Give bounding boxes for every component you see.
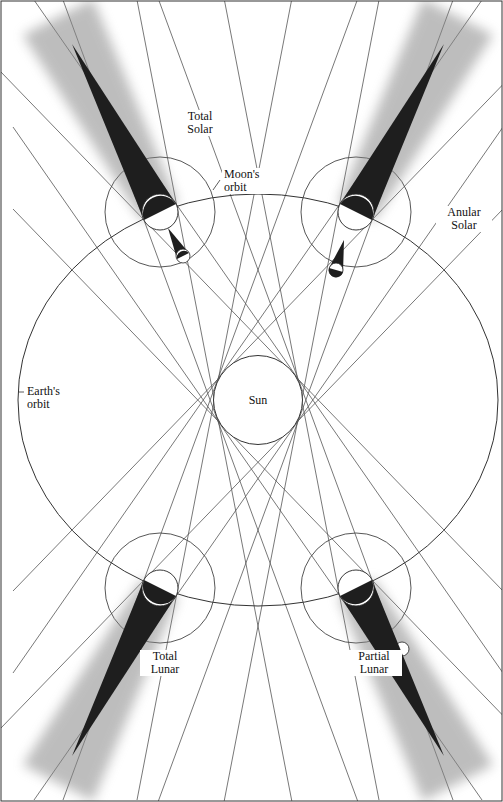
eclipse-label: Total Solar <box>176 110 224 136</box>
penumbra <box>23 1 493 801</box>
eclipse-label: Anular Solar <box>436 206 492 232</box>
eclipse-label: Earth's orbit <box>25 385 73 411</box>
leader-lines <box>19 180 220 392</box>
earth-globes <box>142 194 374 606</box>
sun-circle: Sun <box>213 355 303 445</box>
moons <box>176 249 343 277</box>
node-label: Sun <box>249 393 268 408</box>
umbra <box>72 44 444 756</box>
eclipse-label: Total Lunar <box>140 650 190 676</box>
moon-orbits <box>105 157 411 643</box>
eclipse-label: Moon's orbit <box>222 168 278 194</box>
eclipse-label: Partial Lunar <box>346 650 402 676</box>
earth-orbit <box>18 194 498 606</box>
